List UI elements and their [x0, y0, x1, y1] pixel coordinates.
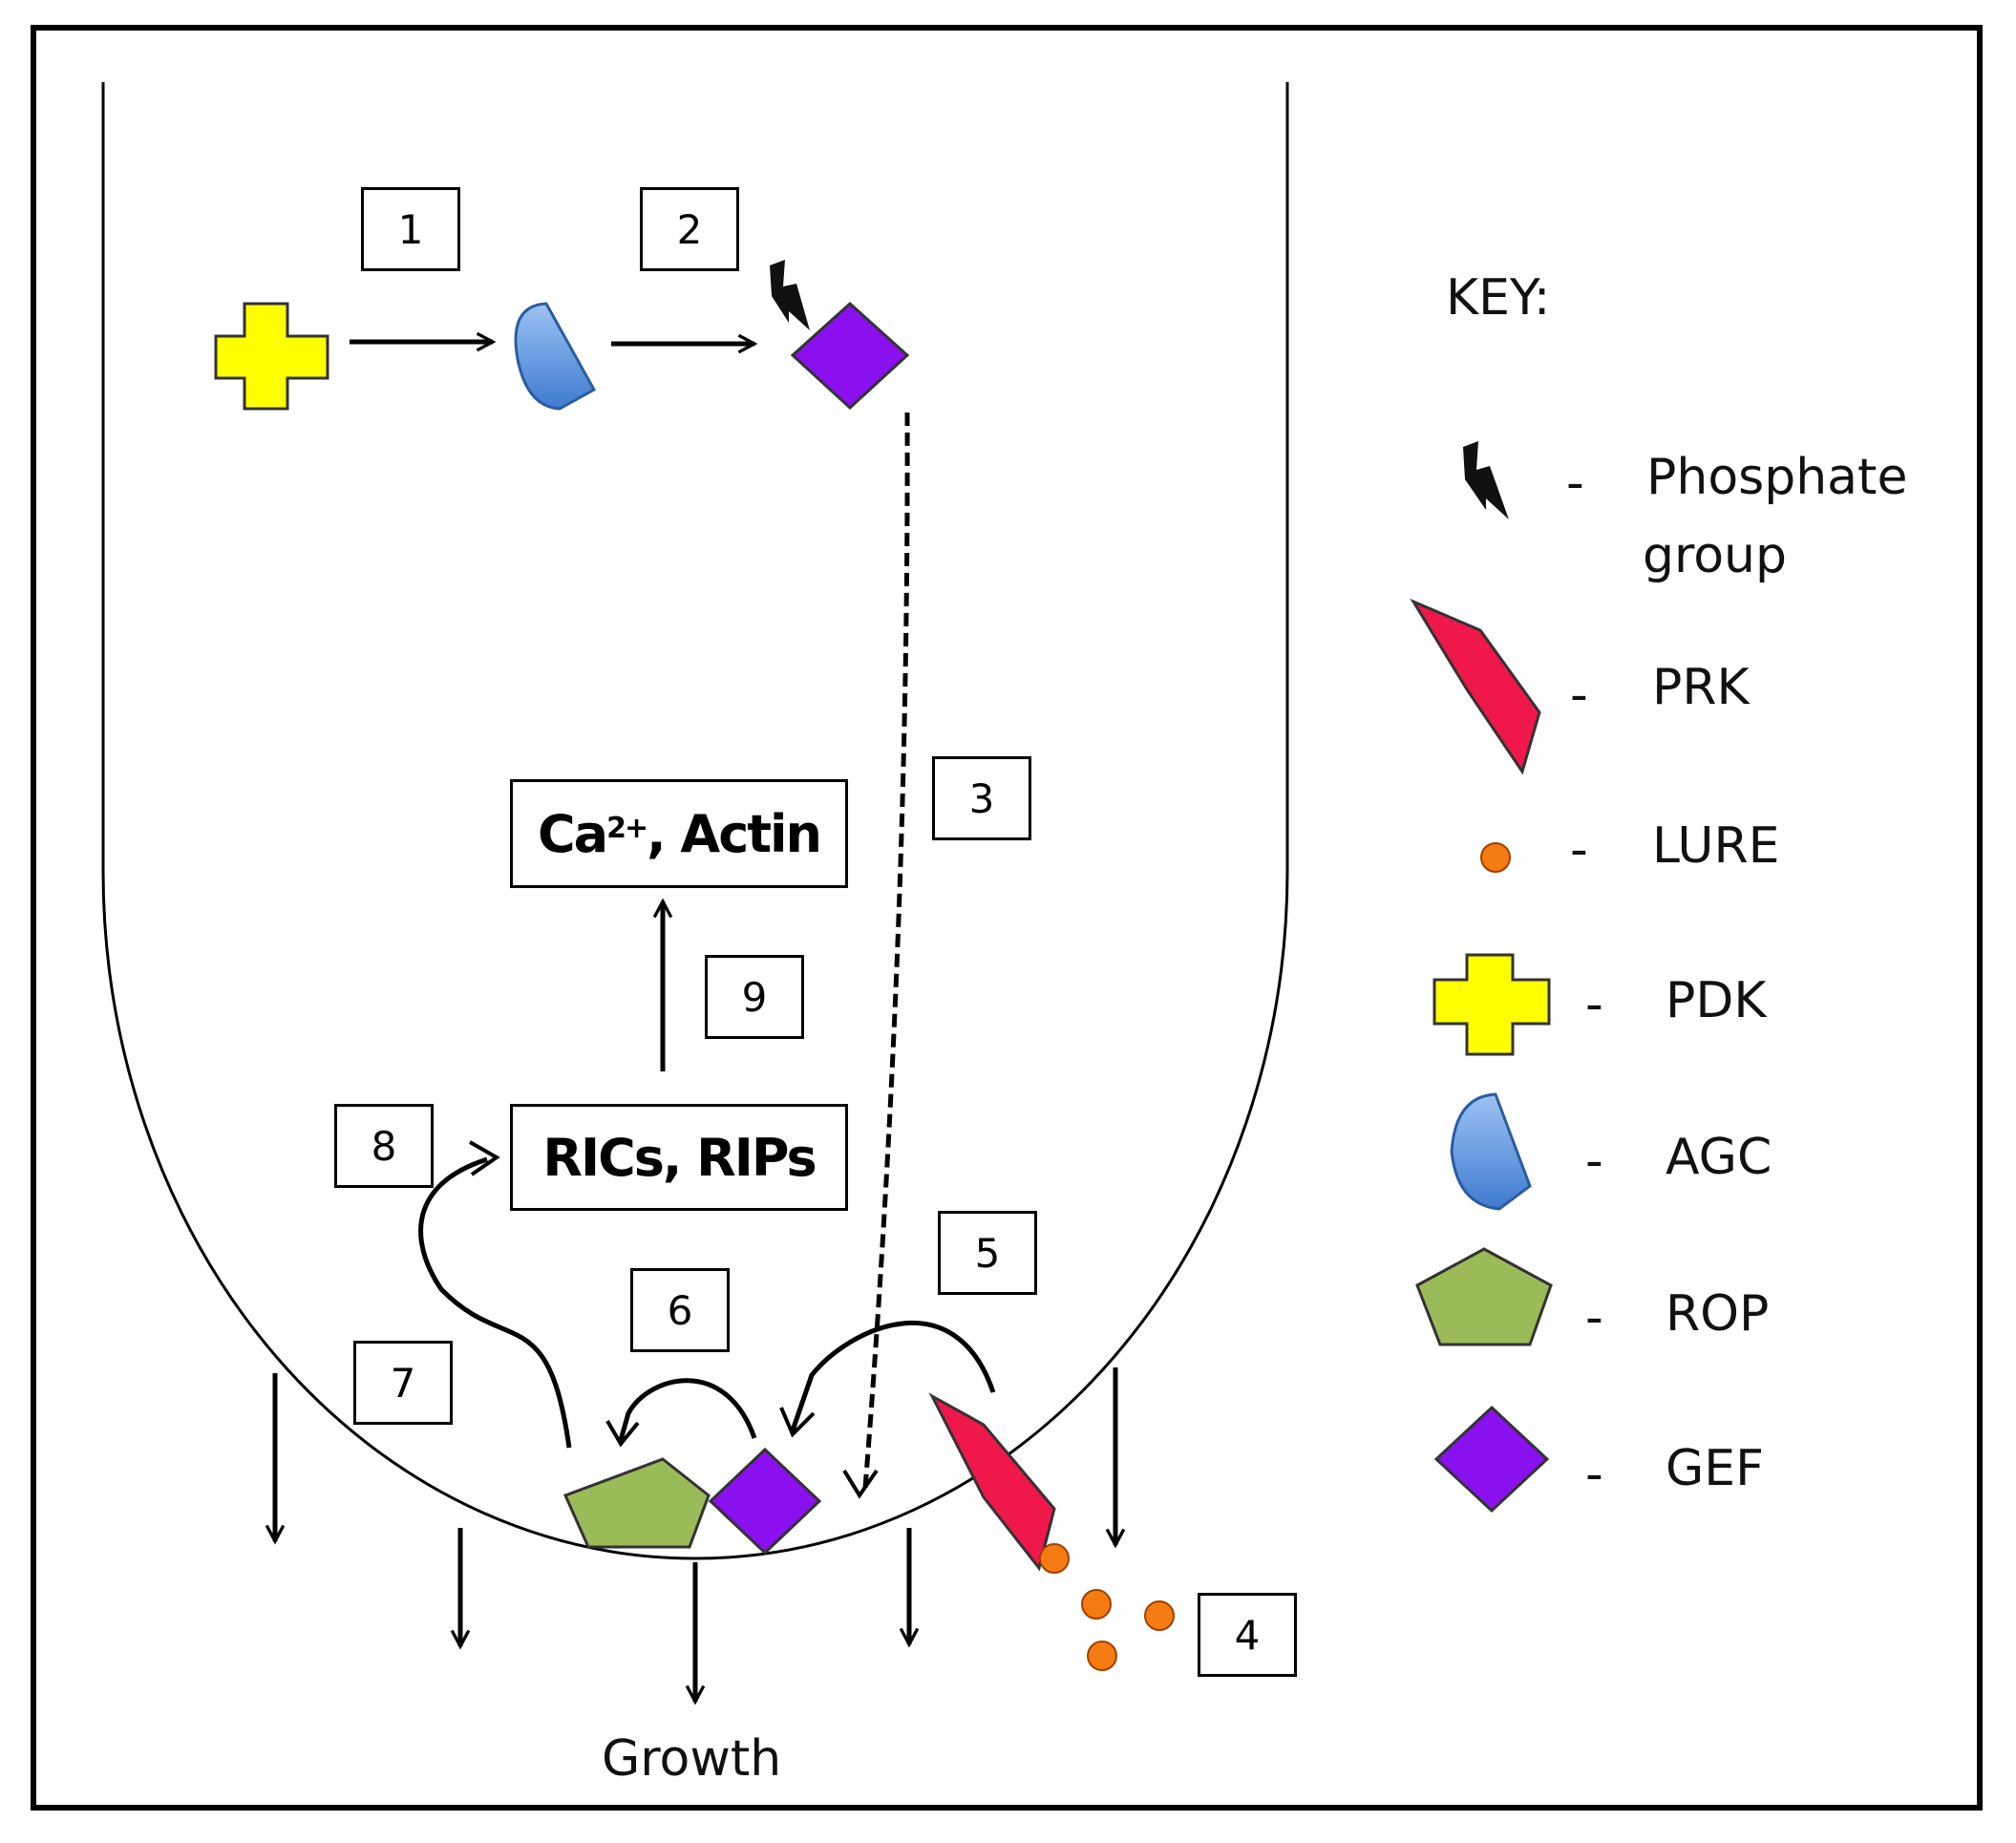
key-label-lure: LURE: [1652, 817, 1780, 875]
ca-text: Ca: [538, 803, 608, 864]
key-label-pdk: PDK: [1666, 972, 1767, 1029]
phosphate-icon: [1463, 441, 1509, 519]
step-6-box: 6: [630, 1268, 730, 1352]
rop-shape-tip: [562, 1457, 711, 1549]
key-dash: -: [1585, 1289, 1603, 1346]
step-2-box: 2: [640, 187, 739, 271]
arrow-dashed-gef: [862, 412, 910, 1489]
gef-icon: [1433, 1405, 1550, 1514]
step-7-box: 7: [353, 1341, 453, 1425]
key-title: KEY:: [1446, 269, 1551, 327]
step-9-box: 9: [705, 955, 804, 1039]
growth-label: Growth: [602, 1730, 782, 1788]
actin-text: , Actin: [647, 803, 822, 864]
arrow-prk-gef: [790, 1320, 996, 1431]
step-5-box: 5: [938, 1211, 1037, 1295]
key-label-phosphate-line2: group: [1643, 527, 1788, 584]
ca-charge: 2+: [606, 811, 648, 845]
step-4-box: 4: [1198, 1593, 1297, 1677]
figure-frame: [31, 25, 1983, 1811]
step-3-box: 3: [932, 756, 1031, 840]
step-8-box: 8: [334, 1104, 434, 1188]
pdk-shape: [214, 302, 329, 411]
prk-icon: [1410, 598, 1541, 775]
gef-shape-tip: [708, 1447, 822, 1556]
key-dash: -: [1585, 1133, 1603, 1190]
rics-rips-box: RICs, RIPs: [510, 1104, 848, 1211]
key-dash: -: [1585, 976, 1603, 1033]
arrow-rop-rics: [418, 1156, 572, 1449]
key-label-agc: AGC: [1666, 1129, 1772, 1186]
key-dash: -: [1585, 1446, 1603, 1503]
pollen-tube-outline: [101, 82, 1289, 1560]
step-1-box: 1: [361, 187, 460, 271]
agc-shape: [514, 302, 597, 411]
key-dash: -: [1570, 667, 1588, 724]
arrow-gef-rop: [618, 1378, 757, 1441]
lure-dot: [1144, 1600, 1175, 1631]
prk-shape-tip: [928, 1392, 1056, 1572]
key-dash: -: [1566, 455, 1584, 512]
lure-icon: [1480, 842, 1511, 873]
lure-dot: [1039, 1543, 1070, 1574]
key-label-gef: GEF: [1666, 1440, 1765, 1497]
key-label-rop: ROP: [1666, 1285, 1770, 1343]
phosphate-icon-top: [770, 260, 810, 330]
key-label-prk: PRK: [1652, 659, 1750, 716]
key-label-phosphate: Phosphate: [1646, 449, 1908, 506]
rop-icon: [1415, 1247, 1553, 1346]
lure-dot: [1087, 1641, 1117, 1671]
agc-icon: [1450, 1092, 1532, 1211]
pdk-icon: [1432, 953, 1551, 1056]
key-dash: -: [1570, 821, 1588, 879]
gef-shape-top: [790, 301, 910, 411]
lure-dot: [1081, 1589, 1112, 1620]
